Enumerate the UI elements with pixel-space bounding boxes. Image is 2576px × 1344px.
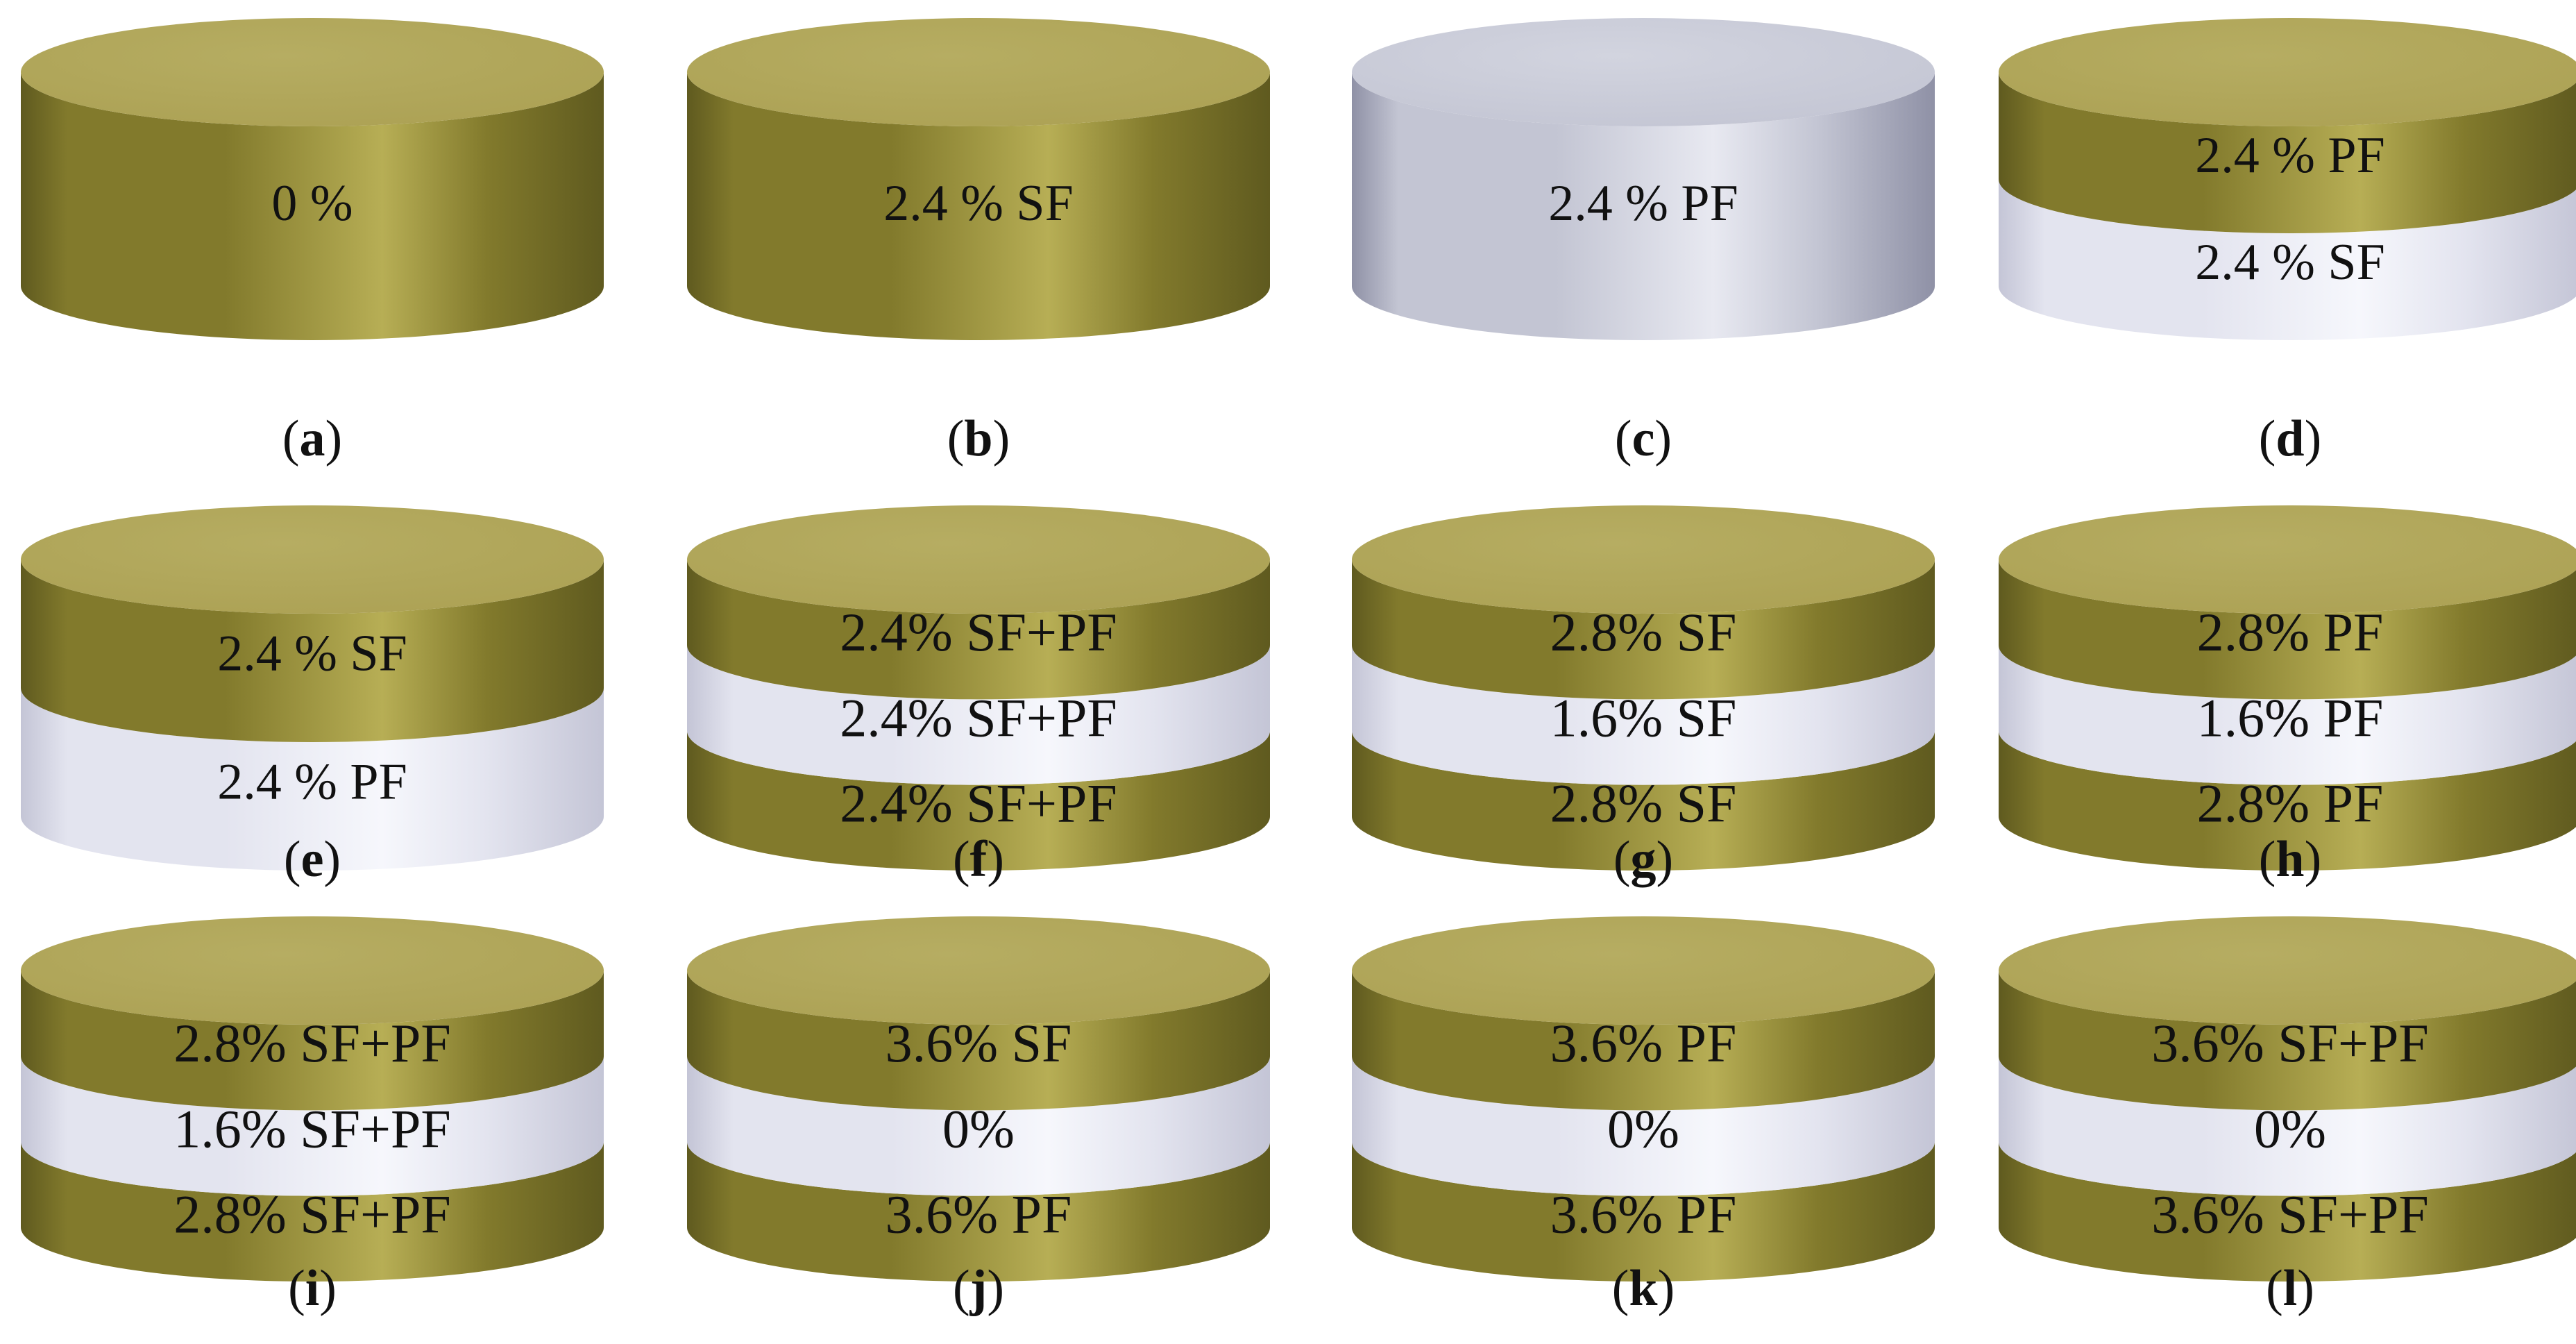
- specimen-c: 2.4 % PF (c): [1352, 18, 1935, 467]
- specimen-a-band-1-label: 0 %: [271, 175, 353, 232]
- specimen-h-band-3-label: 2.8% PF: [2197, 773, 2384, 834]
- specimen-f-top-face: [687, 505, 1270, 614]
- specimen-e-caption: (e): [284, 831, 341, 888]
- specimen-h-caption: (h): [2259, 831, 2321, 888]
- specimen-f: 2.4% SF+PF2.4% SF+PF2.4% SF+PF(f): [687, 505, 1270, 888]
- specimen-f-band-2: [687, 645, 1270, 785]
- specimen-g-band-1: [1352, 560, 1935, 700]
- specimen-j-caption: (j): [953, 1260, 1004, 1317]
- specimen-b-band-1: [687, 72, 1270, 340]
- specimen-g-band-2: [1352, 645, 1935, 785]
- specimen-l-caption: (l): [2266, 1260, 2314, 1317]
- specimen-f-caption: (f): [953, 831, 1004, 888]
- specimen-d: 2.4 % PF 2.4 % SF (d): [1999, 18, 2576, 467]
- specimen-h-band-1-label: 2.8% PF: [2197, 602, 2384, 662]
- specimen-k-band-2-label: 0%: [1607, 1098, 1679, 1159]
- specimen-e-top-face: [21, 505, 604, 614]
- specimen-g-caption: (g): [1613, 831, 1673, 888]
- specimen-l-band-2: [1999, 1056, 2576, 1196]
- specimen-g-band-1-label: 2.8% SF: [1550, 602, 1737, 662]
- specimen-j-band-1-label: 3.6% SF: [886, 1013, 1072, 1073]
- specimen-g: 2.8% SF1.6% SF2.8% SF(g): [1352, 505, 1935, 888]
- specimen-h-band-1: [1999, 560, 2576, 700]
- specimen-i-band-2: [21, 1056, 604, 1196]
- specimen-j-top-face: [687, 916, 1270, 1025]
- specimen-a-band-1: [21, 72, 604, 340]
- specimen-d-band-1-label: 2.4 % PF: [2195, 127, 2384, 184]
- specimen-b: 2.4 % SF (b): [687, 18, 1270, 467]
- specimen-e-band-1-label: 2.4 % SF: [217, 625, 407, 682]
- specimen-d-band-1: [1999, 72, 2576, 233]
- specimen-l-band-3-label: 3.6% SF+PF: [2151, 1184, 2428, 1245]
- specimen-k-band-1-label: 3.6% PF: [1550, 1013, 1737, 1073]
- specimen-i-band-1-label: 2.8% SF+PF: [173, 1013, 450, 1073]
- specimen-a: 0 % (a): [21, 18, 604, 467]
- specimen-k-top-face: [1352, 916, 1935, 1025]
- specimen-f-band-3-label: 2.4% SF+PF: [840, 773, 1117, 834]
- specimen-d-band-2-label: 2.4 % SF: [2195, 234, 2384, 291]
- specimen-f-band-3: [687, 730, 1270, 871]
- specimen-g-top-face: [1352, 505, 1935, 614]
- specimen-c-caption: (c): [1615, 410, 1672, 467]
- specimen-k-band-3-label: 3.6% PF: [1550, 1184, 1737, 1245]
- specimen-f-band-1-label: 2.4% SF+PF: [840, 602, 1117, 662]
- specimen-i-band-3-label: 2.8% SF+PF: [173, 1184, 450, 1245]
- specimen-b-band-1-label: 2.4 % SF: [883, 175, 1073, 232]
- specimen-grid: 0 %(a)2.4 % SF(b)2.4 % PF(c)2.4 % PF2.4 …: [21, 18, 2576, 1317]
- specimen-k-band-1: [1352, 971, 1935, 1111]
- specimen-g-band-3-label: 2.8% SF: [1550, 773, 1737, 834]
- specimen-k-band-2: [1352, 1056, 1935, 1196]
- specimen-g-band-3: [1352, 730, 1935, 871]
- specimen-a-top-face: [21, 18, 604, 126]
- specimen-h-band-2: [1999, 645, 2576, 785]
- specimen-a-caption: (a): [282, 410, 342, 467]
- specimen-l-top-face: [1999, 916, 2576, 1025]
- specimen-l: 3.6% SF+PF 0% 3.6% SF+PF (l): [1999, 916, 2576, 1317]
- specimen-d-caption: (d): [2259, 410, 2321, 467]
- specimen-c-band-1-label: 2.4 % PF: [1548, 175, 1738, 232]
- specimen-h: 2.8% PF1.6% PF2.8% PF(h): [1999, 505, 2576, 888]
- specimen-l-band-3: [1999, 1141, 2576, 1282]
- specimen-i-band-3: [21, 1141, 604, 1282]
- specimen-e-band-1: [21, 560, 604, 742]
- specimen-j-band-3: [687, 1141, 1270, 1282]
- specimen-h-band-3: [1999, 730, 2576, 871]
- specimen-j: 3.6% SF 0% 3.6% PF (j): [687, 916, 1270, 1317]
- specimen-c-band-1: [1352, 72, 1935, 340]
- specimen-f-band-2-label: 2.4% SF+PF: [840, 687, 1117, 748]
- specimen-i-top-face: [21, 916, 604, 1025]
- specimen-l-band-2-label: 0%: [2254, 1098, 2326, 1159]
- specimen-j-band-1: [687, 971, 1270, 1111]
- specimen-l-band-1-label: 3.6% SF+PF: [2151, 1013, 2428, 1073]
- specimen-k: 3.6% PF 0% 3.6% PF (k): [1352, 916, 1935, 1317]
- specimen-j-band-3-label: 3.6% PF: [886, 1184, 1072, 1245]
- specimen-b-caption: (b): [947, 410, 1010, 467]
- specimen-g-band-2-label: 1.6% SF: [1550, 687, 1737, 748]
- specimen-e: 2.4 % SF 2.4 % PF (e): [21, 505, 604, 888]
- specimen-i-caption: (i): [288, 1260, 337, 1317]
- specimen-d-top-face: [1999, 18, 2576, 126]
- specimen-k-band-3: [1352, 1141, 1935, 1282]
- specimen-h-top-face: [1999, 505, 2576, 614]
- specimen-j-band-2: [687, 1056, 1270, 1196]
- specimen-i-band-2-label: 1.6% SF+PF: [173, 1098, 450, 1159]
- specimen-l-band-1: [1999, 971, 2576, 1111]
- specimen-c-top-face: [1352, 18, 1935, 126]
- specimen-b-top-face: [687, 18, 1270, 126]
- specimen-k-caption: (k): [1612, 1260, 1675, 1317]
- specimen-j-band-2-label: 0%: [942, 1098, 1015, 1159]
- specimen-i: 2.8% SF+PF 1.6% SF+PF 2.8% SF+PF (i): [21, 916, 604, 1317]
- specimen-f-band-1: [687, 560, 1270, 700]
- specimen-d-band-2: [1999, 179, 2576, 340]
- specimen-e-band-2: [21, 688, 604, 871]
- specimen-h-band-2-label: 1.6% PF: [2197, 687, 2384, 748]
- specimen-i-band-1: [21, 971, 604, 1111]
- specimen-e-band-2-label: 2.4 % PF: [217, 753, 407, 810]
